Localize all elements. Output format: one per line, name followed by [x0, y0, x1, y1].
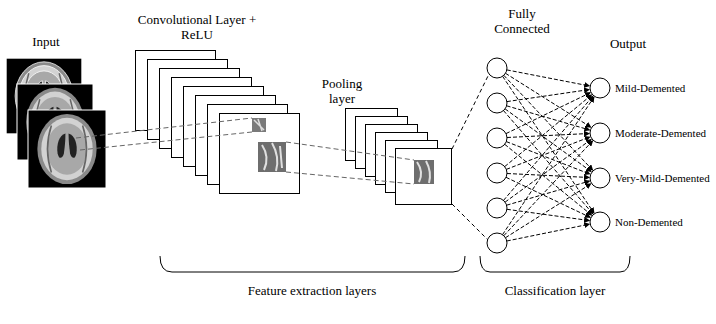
- layer-label: Pooling layer: [312, 76, 372, 106]
- class-label: Very-Mild-Demented: [614, 172, 711, 184]
- fc-wire: [507, 174, 589, 178]
- layer-label: Classification layer: [475, 283, 635, 298]
- layer-label: Feature extraction layers: [212, 283, 412, 298]
- fc-wire: [507, 134, 589, 138]
- fc-output-wires: [503, 70, 594, 241]
- class-label: Mild-Demented: [614, 82, 686, 94]
- fc-wire: [506, 137, 589, 169]
- projection-lines: [76, 118, 414, 184]
- pooling-maps: [346, 109, 452, 205]
- neuron-circle: [589, 122, 611, 144]
- fc-wire: [503, 97, 594, 235]
- layer-label: Fully Connected: [487, 6, 557, 36]
- fc-wire: [505, 144, 592, 215]
- fc-wire: [507, 106, 590, 130]
- neuron-circle: [589, 167, 611, 189]
- conv-feature-maps: [136, 51, 300, 194]
- class-label: Non-Demented: [614, 216, 684, 228]
- output-neuron: Very-Mild-Demented: [589, 167, 711, 189]
- fc-wire: [507, 224, 589, 241]
- layer-label: Convolutional Layer + ReLU: [137, 12, 257, 42]
- fc-wire: [506, 93, 590, 134]
- fc-wire: [506, 142, 589, 174]
- fc-wire: [506, 73, 591, 127]
- pool-to-fc-lines: [452, 74, 489, 240]
- fc-wire: [503, 76, 594, 213]
- fc-wire: [504, 141, 593, 236]
- neuron-circle: [589, 211, 611, 233]
- output-neuron: Mild-Demented: [589, 77, 686, 99]
- conv-patches: [252, 118, 286, 172]
- layer-label: Input: [11, 34, 81, 49]
- fc-wire: [507, 70, 589, 86]
- classification-bracket: [480, 256, 630, 272]
- neuron-circle: [589, 77, 611, 99]
- class-label: Moderate-Demented: [614, 127, 707, 139]
- fc-wire: [506, 184, 591, 238]
- fc-wire: [504, 111, 593, 214]
- fc-neurons: [487, 58, 507, 253]
- output-neuron: Moderate-Demented: [589, 122, 707, 144]
- feature-bracket: [160, 256, 465, 272]
- layer-label: Output: [598, 36, 658, 51]
- output-neuron: Non-Demented: [589, 211, 684, 233]
- pool-patch: [414, 160, 434, 184]
- input-images: [6, 58, 106, 188]
